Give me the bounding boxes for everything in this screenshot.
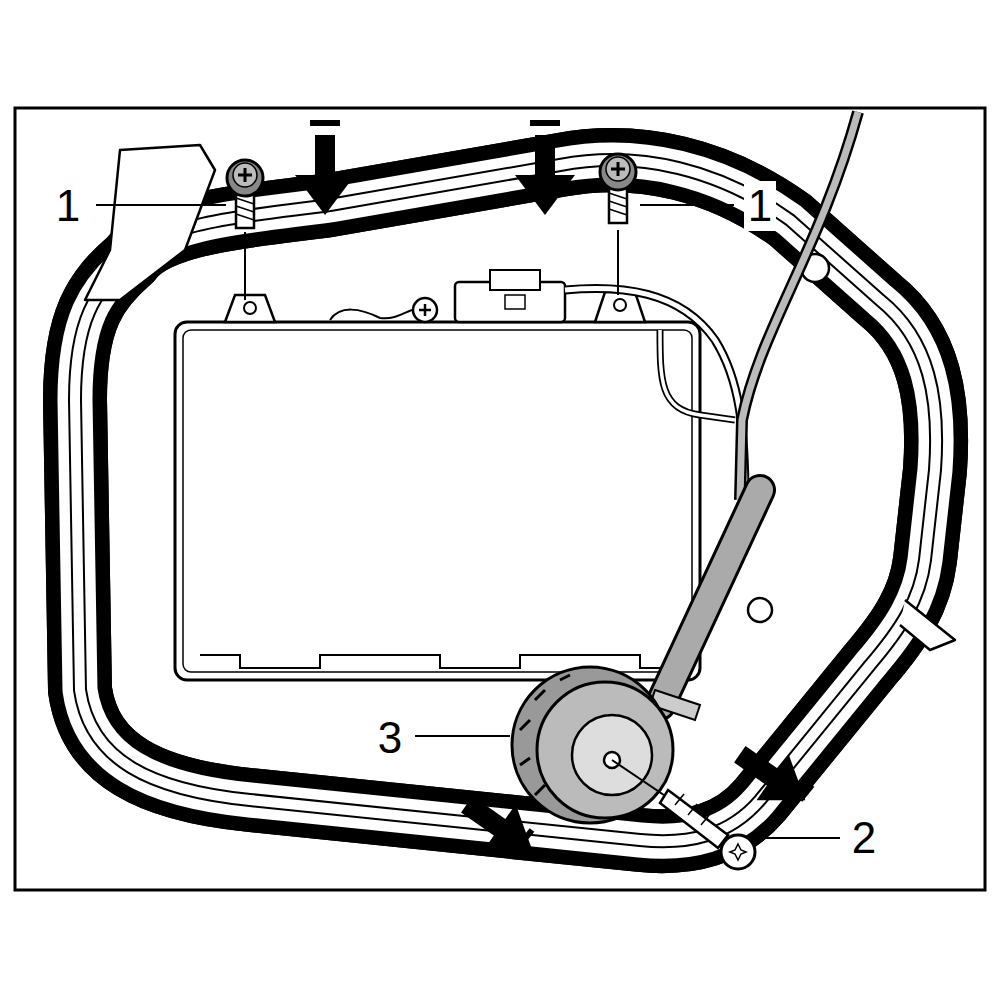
direction-arrows xyxy=(295,120,821,873)
leader-lines xyxy=(96,205,840,838)
callout-number: 3 xyxy=(374,713,406,763)
door-inner-panel xyxy=(75,145,955,841)
frame xyxy=(15,108,985,890)
callout-number: 2 xyxy=(848,813,880,863)
callout-number: 1 xyxy=(744,181,776,231)
fixing-screws xyxy=(227,154,755,869)
door-control-module xyxy=(175,270,745,680)
cable-and-grommet xyxy=(512,112,858,823)
callout-number: 1 xyxy=(52,181,84,231)
